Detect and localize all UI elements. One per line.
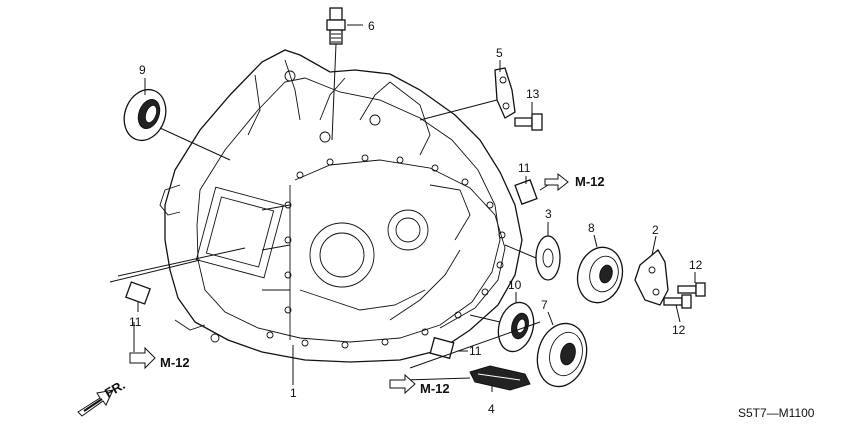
callout-8: 8 — [588, 221, 595, 235]
callout-13: 13 — [526, 87, 540, 101]
part-6-switch — [326, 7, 346, 45]
part-5-bracket — [494, 67, 516, 119]
callout-7: 7 — [541, 298, 548, 312]
callout-12-lower: 12 — [672, 323, 686, 337]
part-12-bolt-lower — [663, 294, 692, 309]
part-11-dowel-left — [125, 281, 151, 305]
part-7-ball-bearing — [536, 322, 588, 388]
diagram-code: S5T7—M1100 — [738, 406, 815, 420]
leader-lines — [109, 24, 696, 392]
part-10-oil-seal — [497, 301, 535, 353]
callout-labels: 1 2 3 4 5 6 7 8 9 10 11 11 11 12 12 13 — [129, 19, 703, 416]
callout-11-lower: 11 — [469, 344, 482, 358]
callout-3: 3 — [545, 207, 552, 221]
callout-12-upper: 12 — [689, 258, 703, 272]
m12-ref-left: M-12 — [160, 355, 190, 370]
callout-5: 5 — [496, 46, 503, 60]
m12-ref-lower: M-12 — [420, 381, 450, 396]
part-4-plate — [469, 365, 531, 391]
callout-1: 1 — [290, 386, 297, 400]
part-13-bolt — [514, 113, 543, 131]
m12-ref-upper: M-12 — [575, 174, 605, 189]
callout-11-left: 11 — [129, 315, 142, 329]
clutch-housing — [159, 49, 523, 363]
part-11-dowel-lower — [429, 336, 455, 360]
housing-bolt-holes — [210, 70, 506, 349]
part-9-oil-seal — [123, 88, 167, 142]
part-12-bolt-upper — [677, 282, 706, 297]
reference-labels: M-12 M-12 M-12 — [160, 174, 605, 396]
reference-arrows — [129, 172, 569, 395]
fr-direction-arrow — [77, 389, 114, 417]
part-8-bearing — [576, 246, 624, 304]
callout-4: 4 — [488, 402, 495, 416]
callout-10: 10 — [508, 278, 522, 292]
callout-6: 6 — [368, 19, 375, 33]
callout-9: 9 — [139, 63, 146, 77]
callout-11-upper: 11 — [518, 161, 531, 175]
part-2-plate — [634, 249, 669, 306]
part-11-dowel-upper — [514, 179, 538, 205]
callout-2: 2 — [652, 223, 659, 237]
part-3-plate — [535, 235, 561, 281]
